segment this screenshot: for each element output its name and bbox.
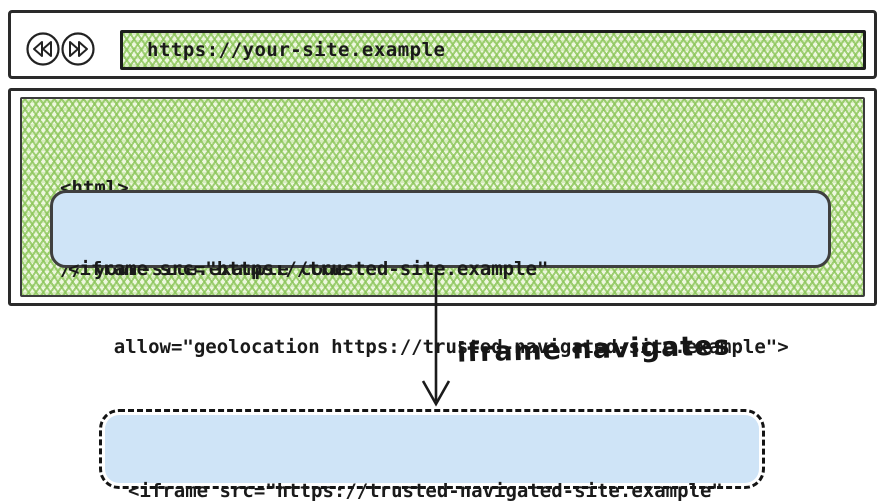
- browser-chrome-bar: https://your-site.example: [8, 10, 877, 79]
- navigated-iframe-code: <iframe src="https://trusted-navigated-s…: [105, 415, 759, 502]
- your-site-page-area: <html> // your-site.example code <iframe…: [20, 97, 865, 358]
- code-line: <iframe src="https://trusted-navigated-s…: [128, 480, 723, 502]
- url-text: https://your-site.example: [147, 39, 446, 61]
- back-icon: [25, 31, 61, 67]
- navigated-iframe-code-box: <iframe src="https://trusted-navigated-s…: [99, 409, 765, 502]
- browser-content-window: <html> // your-site.example code <iframe…: [8, 88, 877, 358]
- back-button[interactable]: [25, 31, 61, 67]
- embedded-iframe-code-box: <iframe src="https://trusted-site.exampl…: [50, 190, 831, 358]
- url-bar[interactable]: https://your-site.example: [120, 30, 866, 70]
- code-line: <iframe src="https://trusted-site.exampl…: [68, 258, 549, 280]
- forward-icon: [60, 31, 96, 67]
- code-line: allow="geolocation https://trusted-navig…: [68, 336, 789, 358]
- forward-button[interactable]: [60, 31, 96, 67]
